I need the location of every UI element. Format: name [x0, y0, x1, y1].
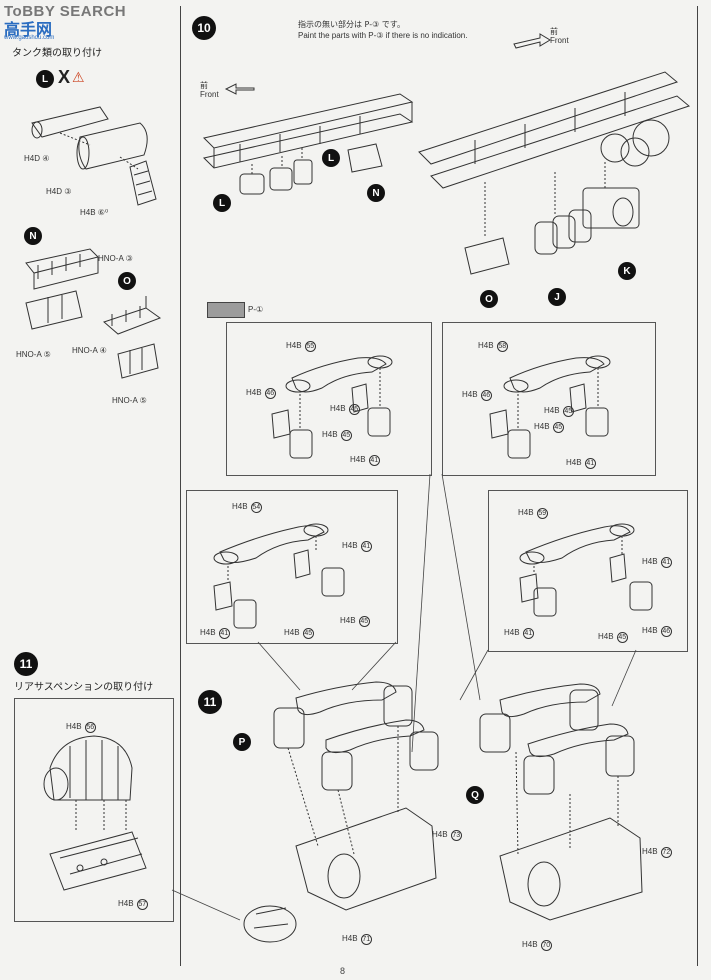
susp1-part-5: H4B 41 [350, 455, 380, 466]
marker-N: N [24, 227, 42, 245]
front-arrow-right: 前 Front [512, 27, 582, 50]
susp-drawing-4 [519, 523, 653, 617]
marker-L: L [36, 70, 54, 88]
watermark-cn: 高手网 [4, 20, 53, 39]
front-arrow-left: 前 Front [200, 80, 260, 104]
paint-note-jp: 指示の無い部分は P-③ です。 [298, 20, 405, 29]
susp2-part-5: H4B 41 [566, 458, 596, 469]
tank-part-2: H4D ③ [46, 187, 72, 196]
step11-title: リアサスペンションの取り付け [14, 682, 154, 693]
label-Q: Q [466, 786, 484, 804]
tank-assembly-drawing [31, 106, 157, 206]
step11-left-part-1: H4B 56 [66, 722, 96, 733]
step11-badge-main: 11 [198, 690, 222, 714]
marker-O: O [118, 272, 136, 290]
P-part-1: H4B 73 [432, 830, 462, 841]
susp2-part-4: H4B 45 [544, 406, 574, 417]
susp-drawing-3 [213, 523, 345, 629]
susp4-part-1: H4B 59 [518, 508, 548, 519]
susp-box-1 [226, 322, 432, 476]
rear-axle-P-drawing [243, 681, 439, 943]
label-L-2: L [213, 194, 231, 212]
susp4-part-5: H4B 46 [642, 626, 672, 637]
label-L-1: L [322, 149, 340, 167]
susp1-part-2: H4B 46 [246, 388, 276, 399]
differential-drawing [43, 735, 147, 891]
susp1-part-1: H4B 55 [286, 341, 316, 352]
O-part-2: HNO-A ⑤ [112, 396, 147, 405]
column-divider [180, 6, 181, 966]
chassis-rear-drawing [418, 71, 691, 275]
watermark-url: www.gaoshou.com [4, 35, 55, 41]
N-part-1: HNO-A ③ [98, 254, 133, 263]
chassis-front-drawing [203, 93, 414, 195]
susp2-part-1: H4B 58 [478, 341, 508, 352]
susp2-part-2: H4B 46 [462, 390, 492, 401]
susp2-part-3: H4B 45 [534, 422, 564, 433]
marker-x: X [58, 67, 71, 87]
susp3-part-3: H4B 41 [200, 628, 230, 639]
susp-drawing-2 [489, 355, 611, 459]
label-P: P [233, 733, 251, 751]
step11-left-part-2: H4B 57 [118, 899, 148, 910]
susp3-part-4: H4B 45 [284, 628, 314, 639]
susp-box-4 [488, 490, 688, 652]
warning-icon: ⚠ [72, 69, 85, 85]
O-part-1: HNO-A ④ [72, 346, 107, 355]
page-number: 8 [340, 966, 346, 976]
Q-part-1: H4B 72 [642, 847, 672, 858]
susp4-part-3: H4B 41 [504, 628, 534, 639]
paint-swatch-label: P-① [248, 305, 264, 314]
tank-part-3: H4B ⑥⁰ [80, 208, 109, 217]
P-part-2: H4B 71 [342, 934, 372, 945]
label-K: K [618, 262, 636, 280]
step11-left-frame [14, 698, 174, 922]
step10-badge: 10 [192, 16, 216, 40]
susp4-part-4: H4B 45 [598, 632, 628, 643]
susp4-part-2: H4B 41 [642, 557, 672, 568]
susp3-part-2: H4B 41 [342, 541, 372, 552]
susp-box-3 [186, 490, 398, 644]
label-O: O [480, 290, 498, 308]
susp1-part-3: H4B 45 [322, 430, 352, 441]
part-N-drawing [25, 248, 99, 330]
paint-swatch [207, 302, 245, 318]
right-edge-line [697, 6, 698, 966]
rear-axle-Q-drawing [479, 683, 643, 921]
tank-title: タンク類の取り付け [12, 48, 102, 59]
tank-part-1: H4D ④ [24, 154, 50, 163]
N-part-2: HNO-A ⑤ [16, 350, 51, 359]
label-J: J [548, 288, 566, 306]
susp3-part-5: H4B 45 [340, 616, 370, 627]
susp-box-2 [442, 322, 656, 476]
susp1-part-4: H4B 45 [330, 404, 360, 415]
label-N: N [367, 184, 385, 202]
paint-note-en: Paint the parts with P-③ if there is no … [298, 31, 468, 40]
step11-badge-left: 11 [14, 652, 38, 676]
Q-part-2: H4B 70 [522, 940, 552, 951]
susp3-part-1: H4B 54 [232, 502, 262, 513]
watermark-logo: ToBBY SEARCH [4, 3, 127, 20]
part-O-drawing [103, 296, 162, 379]
